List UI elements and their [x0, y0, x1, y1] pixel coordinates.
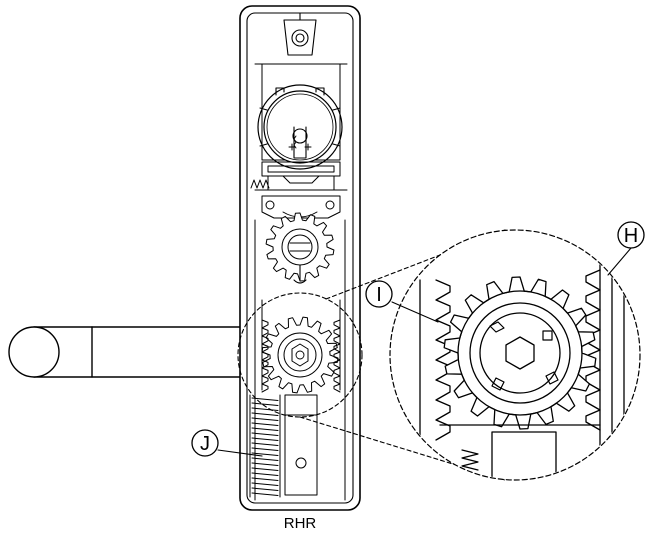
- detail-lower-block: [439, 424, 601, 479]
- mounting-screw-boss: [283, 12, 317, 56]
- retainer-bracket: [261, 195, 341, 219]
- handing-caption: RHR: [284, 515, 317, 532]
- callout-i-label: I: [376, 284, 382, 306]
- detail-gear: [443, 276, 597, 430]
- upper-frame: [254, 63, 348, 161]
- cylinder-plus-marks: [288, 143, 312, 151]
- callout-h-label: H: [624, 225, 638, 247]
- escutcheon-housing: [239, 5, 361, 511]
- magnified-detail: [389, 229, 641, 481]
- lower-slide-block: [284, 394, 318, 496]
- callout-j: J: [191, 429, 263, 457]
- detail-spring: [461, 449, 479, 471]
- callout-i: I: [365, 280, 439, 323]
- return-spring: [249, 394, 281, 498]
- upper-gear: [265, 212, 335, 284]
- callout-j-label: J: [200, 433, 210, 455]
- rack-right: [333, 319, 341, 393]
- rack-left: [261, 319, 269, 393]
- slide-plate: [254, 161, 348, 191]
- lever-handle: [8, 326, 251, 378]
- lower-gear: [261, 316, 339, 394]
- key-cylinder: [257, 84, 343, 170]
- side-rails: [254, 219, 346, 501]
- latch-spring: [250, 179, 270, 189]
- callout-h: H: [607, 221, 645, 276]
